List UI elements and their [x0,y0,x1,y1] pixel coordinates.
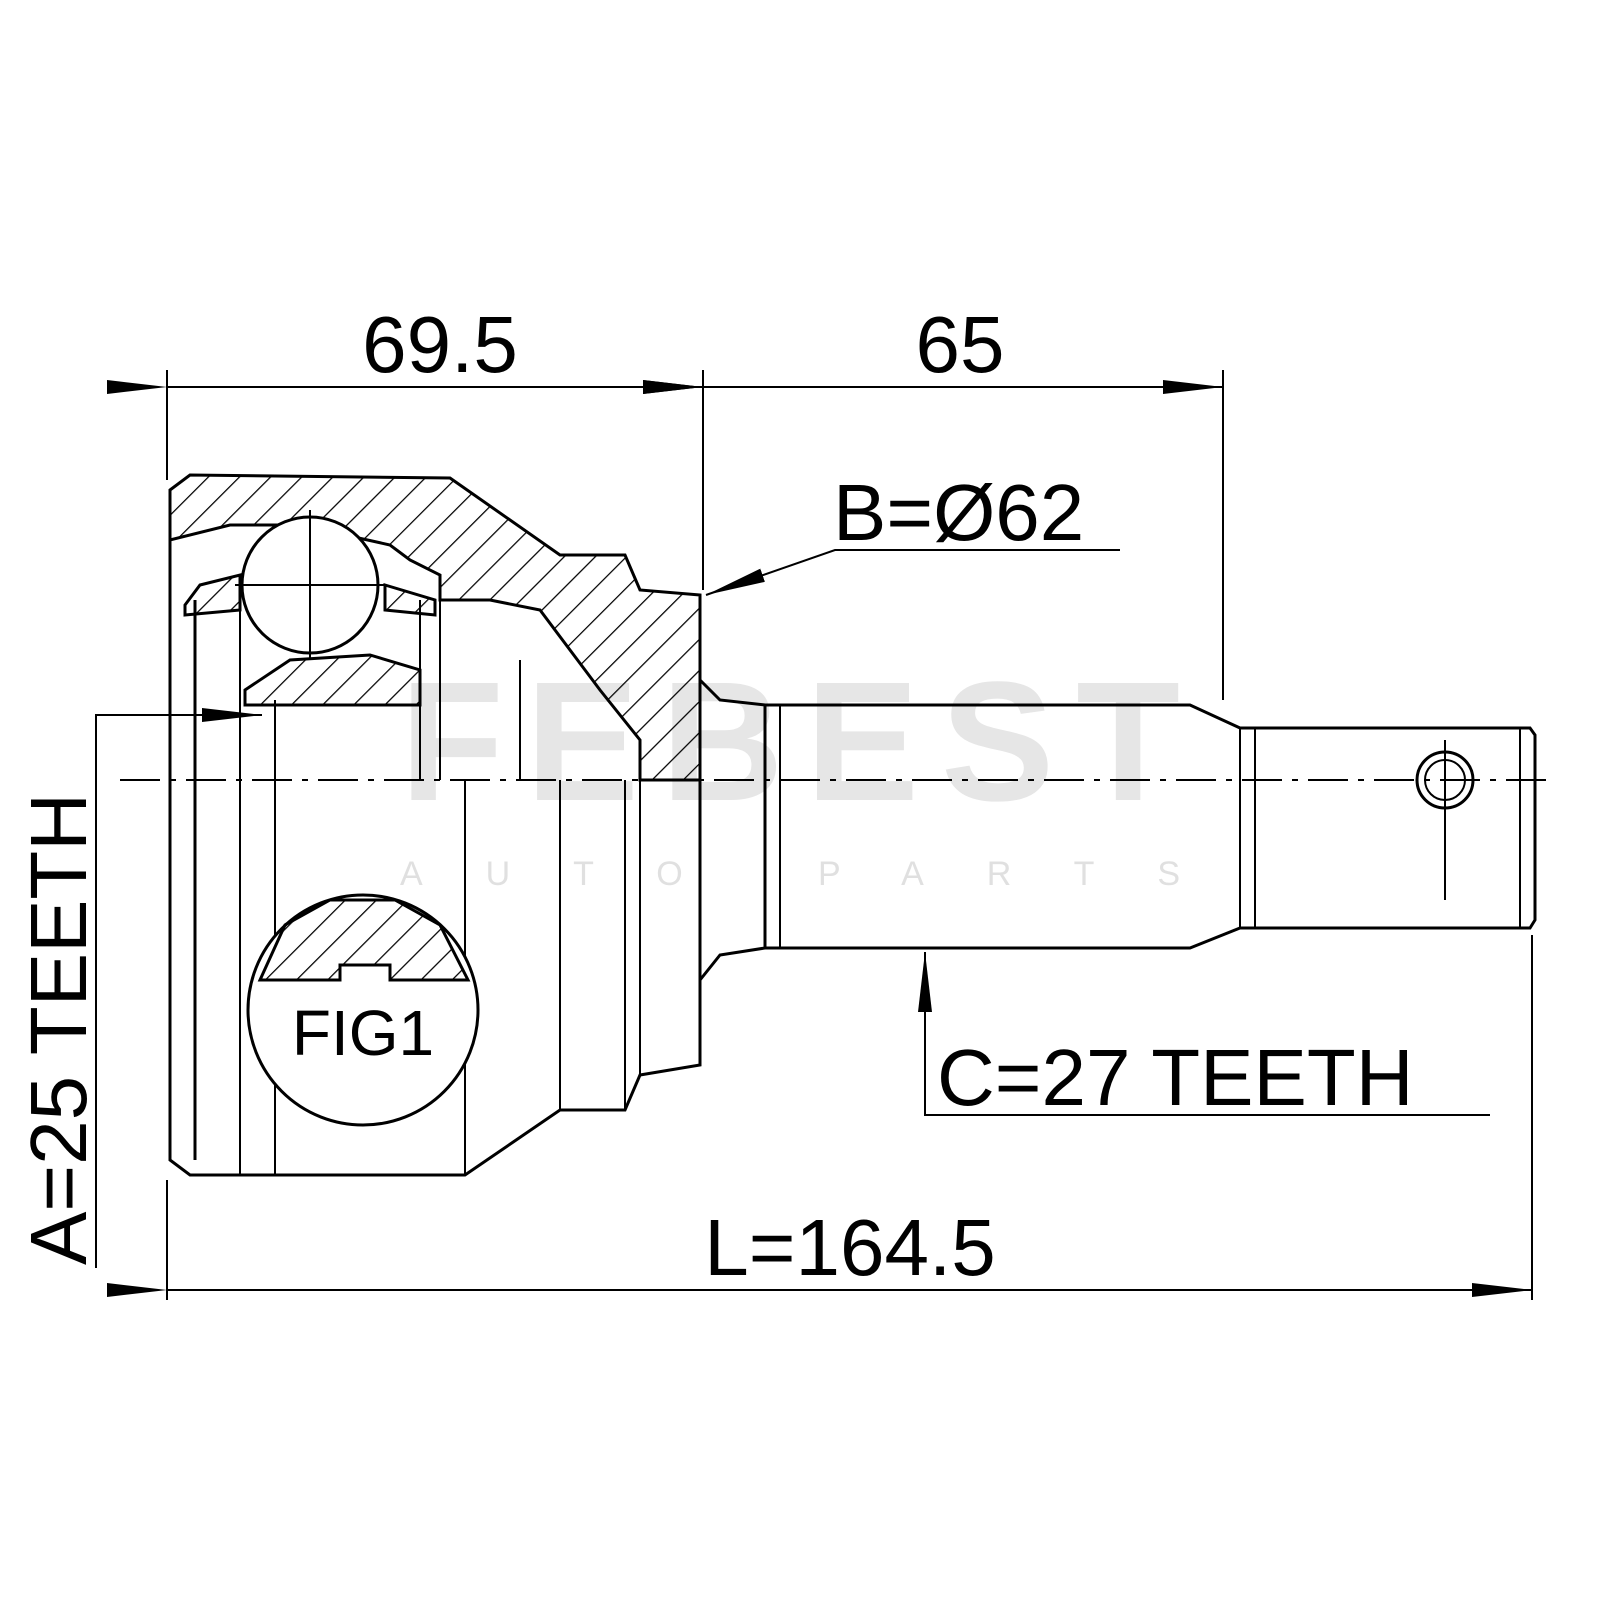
watermark: FEBEST AUTO PARTS [400,647,1180,893]
dim-inner-spline: A=25 TEETH [14,793,103,1265]
watermark-brand: FEBEST [400,647,1180,837]
fig1-detail: FIG1 [246,893,480,1127]
dim-housing-length: 69.5 [362,300,518,389]
dim-total-length: L=164.5 [704,1203,995,1292]
watermark-tagline: AUTO PARTS [400,855,1180,893]
dim-outer-diameter: B=Ø62 [833,468,1084,557]
stub-shaft [698,678,1537,981]
dim-stub-length: 65 [916,300,1005,389]
dim-outer-spline: C=27 TEETH [937,1033,1413,1122]
ball [235,510,385,660]
fig1-label: FIG1 [292,997,434,1069]
dimensions: 69.5 65 B=Ø62 A=25 TEETH C=27 TEETH L=16… [14,300,1533,1300]
outer-housing [168,473,702,1177]
